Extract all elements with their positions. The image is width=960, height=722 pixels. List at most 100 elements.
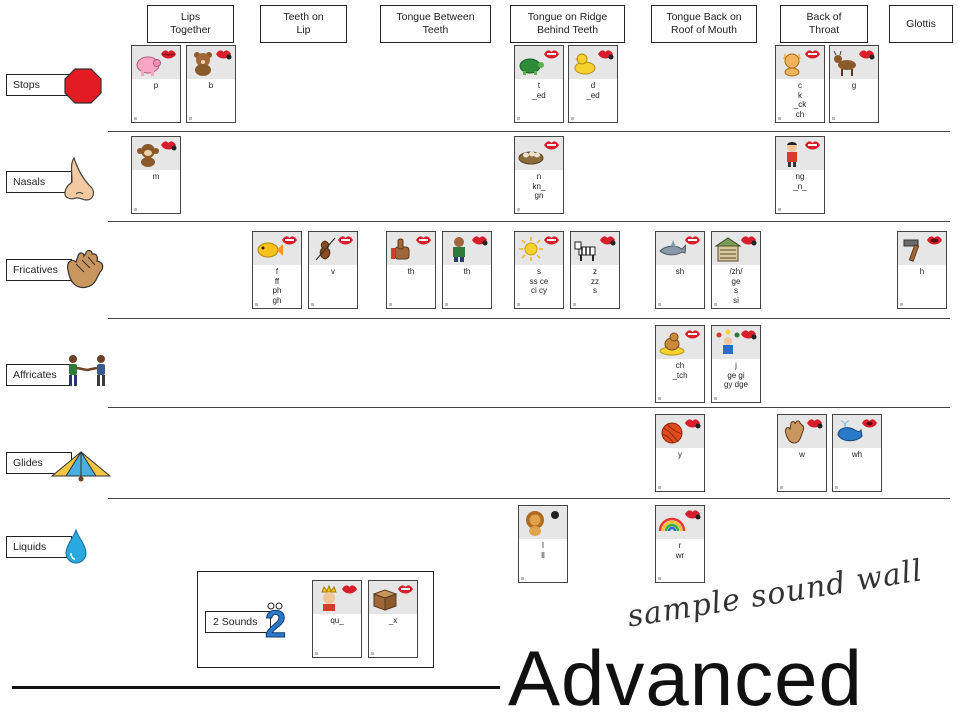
- card-footer-mark: [517, 208, 520, 211]
- card-spelling: m: [152, 172, 160, 181]
- lips-icon: [398, 585, 413, 594]
- sound-card-w[interactable]: w: [777, 414, 827, 492]
- column-header-tongue-back: Tongue Back on Roof of Mouth: [651, 5, 757, 43]
- sound-card-p[interactable]: p: [131, 45, 181, 123]
- sun-icon: [519, 237, 543, 261]
- water-drop-icon: [65, 528, 87, 564]
- lion-icon: [526, 511, 544, 536]
- hand-icon: [67, 249, 104, 289]
- lips-icon: [862, 419, 877, 428]
- monkey-icon: [137, 144, 159, 167]
- rainbow-icon: [658, 517, 686, 532]
- lips-icon: [805, 141, 820, 150]
- card-footer-mark: [571, 117, 574, 120]
- cat-icon: [783, 53, 801, 77]
- lips-icon: [598, 50, 614, 60]
- card-footer-mark: [517, 117, 520, 120]
- duck-icon: [574, 53, 596, 75]
- row-divider: [108, 221, 950, 222]
- lips-icon: [161, 141, 177, 151]
- row-label-affricates: Affricates: [6, 364, 72, 386]
- juggler-icon: [716, 329, 740, 354]
- card-footer-mark: [311, 303, 314, 306]
- nose-icon: [64, 156, 95, 201]
- sound-card-s[interactable]: s ss ce ci cy: [514, 231, 564, 309]
- row-label-glides: Glides: [6, 452, 72, 474]
- bottom-rule: [12, 686, 500, 689]
- sound-card-ch[interactable]: ch _tch: [655, 325, 705, 403]
- sound-card-h[interactable]: h: [897, 231, 947, 309]
- card-spelling: ng _n_: [793, 172, 807, 191]
- card-spelling: r wr: [675, 541, 685, 560]
- column-header-lips-together: Lips Together: [147, 5, 234, 43]
- zebra-icon: [574, 241, 596, 261]
- lips-icon: [342, 585, 357, 594]
- sound-card-wh[interactable]: wh: [832, 414, 882, 492]
- lips-icon: [416, 236, 431, 245]
- card-footer-mark: [658, 577, 661, 580]
- sound-card-g[interactable]: g: [829, 45, 879, 123]
- yarn-icon: [661, 422, 683, 444]
- card-spelling: c k _ck ch: [793, 81, 807, 119]
- card-footer-mark: [573, 303, 576, 306]
- card-spelling: n kn_ gn: [532, 172, 546, 200]
- sound-card-k[interactable]: c k _ck ch: [775, 45, 825, 123]
- row-label-stops: Stops: [6, 74, 72, 96]
- sound-card-n[interactable]: n kn_ gn: [514, 136, 564, 214]
- sound-card-v[interactable]: v: [308, 231, 358, 309]
- sound-card-zh[interactable]: /zh/ ge s si: [711, 231, 761, 309]
- card-footer-mark: [389, 303, 392, 306]
- garage-icon: [714, 237, 742, 262]
- number-two-icon: 2: [265, 602, 287, 640]
- row-divider: [108, 131, 950, 132]
- card-spelling: g: [851, 81, 857, 90]
- whale-icon: [837, 420, 863, 442]
- lips-icon: [282, 236, 297, 245]
- sound-card-x[interactable]: _x: [368, 580, 418, 658]
- sound-card-th-voiceless[interactable]: th: [386, 231, 436, 309]
- page-title: Advanced: [508, 634, 863, 722]
- lips-icon: [685, 330, 700, 339]
- card-spelling: j ge gi gy dge: [723, 361, 749, 389]
- sound-card-l[interactable]: l ll: [518, 505, 568, 583]
- sound-card-r[interactable]: r wr: [655, 505, 705, 583]
- card-footer-mark: [521, 577, 524, 580]
- sound-card-m[interactable]: m: [131, 136, 181, 214]
- card-spelling: qu_: [330, 616, 344, 625]
- row-divider: [108, 498, 950, 499]
- card-footer-mark: [780, 486, 783, 489]
- sound-card-j[interactable]: j ge gi gy dge: [711, 325, 761, 403]
- lips-icon: [685, 510, 701, 520]
- card-spelling: h: [919, 267, 925, 276]
- lips-icon: [472, 236, 488, 246]
- card-footer-mark: [832, 117, 835, 120]
- sound-card-f[interactable]: f ff ph gh: [252, 231, 302, 309]
- two-sounds-group: [197, 571, 434, 668]
- stop-sign-icon: [64, 68, 102, 104]
- sound-card-d[interactable]: d _ed: [568, 45, 618, 123]
- lips-icon: [685, 419, 701, 429]
- card-spelling: _x: [388, 616, 398, 625]
- hammer-icon: [903, 239, 920, 262]
- sound-card-t[interactable]: t _ed: [514, 45, 564, 123]
- sound-card-b[interactable]: b: [186, 45, 236, 123]
- sound-card-th-voiced[interactable]: th: [442, 231, 492, 309]
- person-icon: [453, 237, 465, 262]
- lips-icon: [161, 50, 176, 59]
- sound-card-ng[interactable]: ng _n_: [775, 136, 825, 214]
- lips-icon: [859, 50, 875, 60]
- card-spelling: sh: [675, 267, 685, 276]
- sound-card-sh[interactable]: sh: [655, 231, 705, 309]
- box-icon: [372, 589, 398, 611]
- turtle-icon: [519, 58, 544, 75]
- card-footer-mark: [658, 486, 661, 489]
- lips-icon: [741, 236, 757, 246]
- card-footer-mark: [134, 208, 137, 211]
- lips-icon: [338, 236, 353, 245]
- lips-icon: [216, 50, 232, 60]
- two-sounds-label: 2 Sounds: [205, 611, 271, 633]
- sound-card-y[interactable]: y: [655, 414, 705, 492]
- sound-card-z[interactable]: z zz s: [570, 231, 620, 309]
- sound-card-qu[interactable]: qu_: [312, 580, 362, 658]
- singer-icon: [787, 142, 797, 167]
